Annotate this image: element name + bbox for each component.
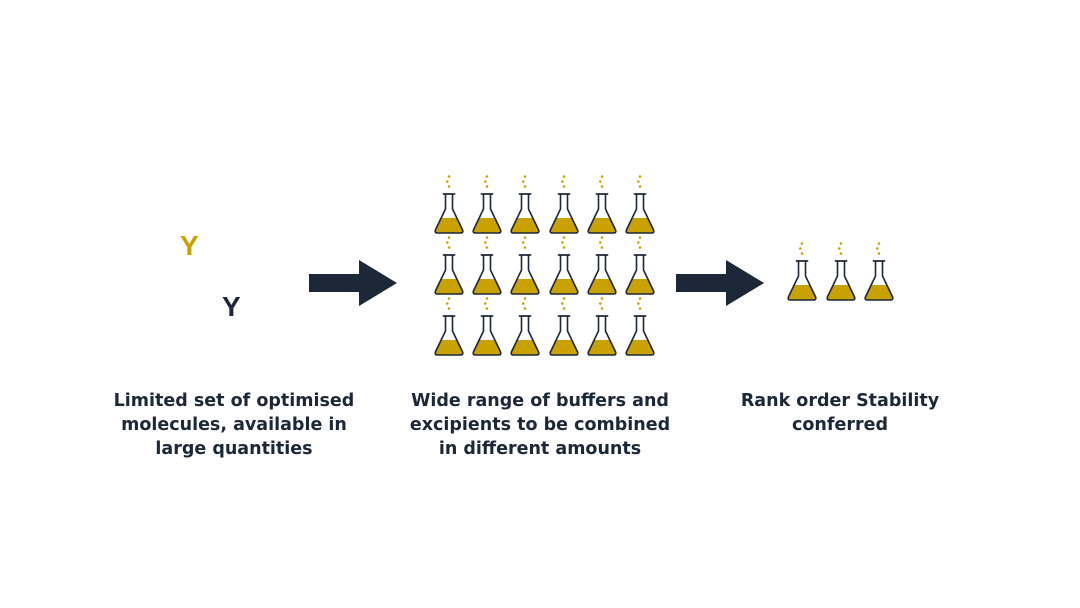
caption-buffers-line-1: Wide range of buffers and (411, 391, 669, 411)
caption-rank: Rank order Stability conferred (718, 389, 962, 437)
molecule-gold-glyph: Y (180, 230, 199, 261)
flask-icon (472, 175, 502, 234)
flask-icon (548, 236, 579, 295)
caption-molecules: Limited set of optimised molecules, avai… (94, 389, 374, 461)
flask-icon (625, 175, 655, 234)
caption-buffers-line-2: excipients to be combined (409, 415, 671, 435)
caption-rank-line-1: Rank order Stability (740, 391, 940, 411)
caption-rank-line-2: conferred (792, 415, 888, 435)
flask-icon (510, 236, 541, 295)
flask-icon (625, 236, 655, 295)
flask-icon (434, 297, 464, 356)
molecule-navy-glyph: Y (222, 291, 241, 322)
flask-icon (787, 242, 817, 301)
flask-icon (434, 175, 464, 234)
flask-icon (825, 242, 856, 301)
flask-icon (864, 242, 894, 301)
flask-icon (587, 175, 617, 234)
flask-icon (548, 297, 579, 356)
caption-buffers: Wide range of buffers and excipients to … (390, 389, 690, 461)
flask-icon (625, 297, 655, 356)
flask-icon (472, 236, 502, 295)
flask-icon (510, 297, 541, 356)
flask-icon (587, 236, 617, 295)
flask-icon (472, 297, 502, 356)
caption-molecules-line-3: large quantities (155, 439, 313, 459)
flask-icon (510, 175, 541, 234)
caption-molecules-line-2: molecules, available in (121, 415, 347, 435)
flask-icon (587, 297, 617, 356)
flask-icon (434, 236, 464, 295)
caption-buffers-line-3: in different amounts (438, 439, 642, 459)
arrow-right-icon (676, 260, 764, 306)
caption-molecules-line-1: Limited set of optimised (113, 391, 355, 411)
arrow-right-icon (309, 260, 397, 306)
flask-icon (548, 175, 579, 234)
